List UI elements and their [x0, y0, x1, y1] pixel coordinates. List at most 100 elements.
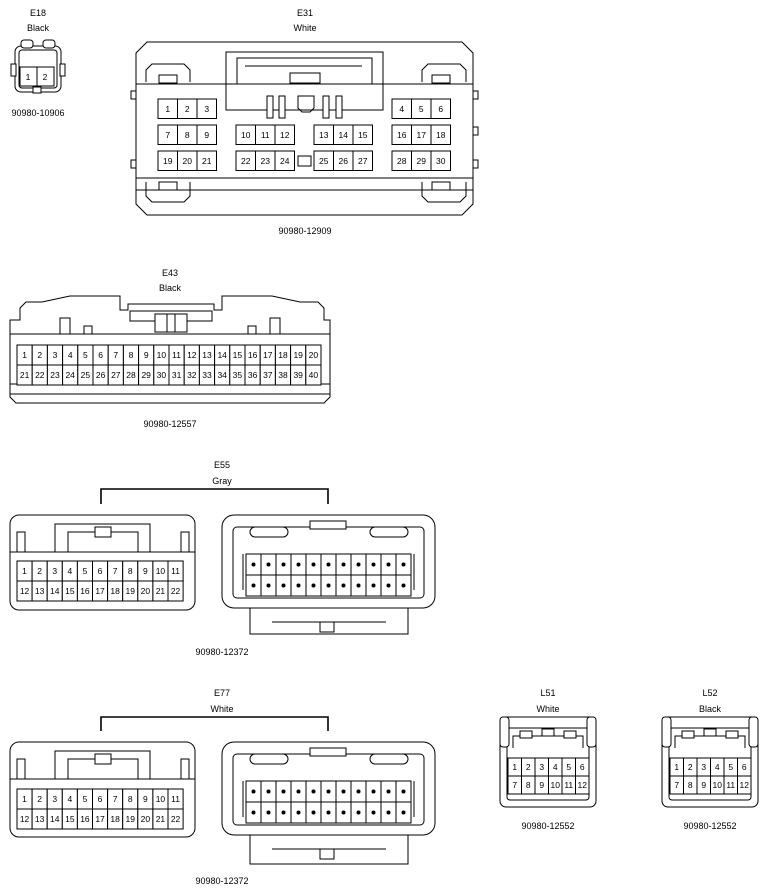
e43-pin: 6	[92, 344, 109, 366]
e31-pin-number: 2	[185, 104, 190, 114]
e43-pin-number: 40	[309, 370, 319, 380]
e43-pin-number: 3	[53, 350, 58, 360]
e43-pin-number: 4	[68, 350, 73, 360]
e43-pin: 24	[62, 364, 79, 386]
e77-pin: 21	[152, 808, 169, 830]
e77-pin-number: 2	[37, 794, 42, 804]
e43-pin: 30	[153, 364, 170, 386]
e77-male-terminal	[335, 801, 352, 824]
l52-pin-number: 12	[740, 780, 750, 790]
e43-pin-number: 17	[263, 350, 273, 360]
e43-pin: 28	[122, 364, 140, 386]
e43-pin-number: 2	[37, 350, 42, 360]
e55-pair-bracket	[100, 488, 329, 504]
e77-male-terminal	[365, 801, 382, 824]
e18-color: Black	[27, 23, 50, 33]
l51-pin-number: 2	[526, 762, 531, 772]
e31-pin: 8	[177, 124, 198, 145]
e43-pin-number: 15	[233, 350, 243, 360]
l52-pin: 9	[696, 775, 711, 795]
e43-pin-number: 33	[202, 370, 212, 380]
l52-pin: 5	[723, 757, 738, 777]
l51-pin-number: 3	[539, 762, 544, 772]
e31-pin: 17	[411, 124, 432, 145]
l51-pin: 10	[548, 775, 563, 795]
e55-pin: 5	[76, 560, 94, 582]
e77-male-terminal	[260, 801, 277, 824]
e55-pin-number: 11	[171, 566, 180, 576]
l52-pin-number: 8	[688, 780, 693, 790]
e55-pin: 8	[122, 560, 139, 582]
e55-pin-number: 18	[110, 586, 120, 596]
e43-pin-number: 32	[187, 370, 197, 380]
l52-pin-number: 7	[674, 780, 679, 790]
l51-pin: 6	[575, 757, 590, 777]
e43-pin-number: 22	[35, 370, 45, 380]
e55-pin-number: 1	[22, 566, 27, 576]
e43-pin: 23	[46, 364, 64, 386]
e77-code: E77	[214, 688, 230, 698]
e43-pin: 4	[62, 344, 79, 366]
l52-pin: 6	[737, 757, 752, 777]
e31-pin-number: 7	[165, 130, 170, 140]
e77-male-terminal	[395, 780, 412, 803]
e55-pin: 6	[92, 560, 109, 582]
e77-pin: 1	[16, 788, 33, 810]
e31-pin: 18	[430, 124, 451, 145]
e31-pin-number: 22	[241, 156, 251, 166]
e31-pin-number: 30	[436, 156, 446, 166]
e55-male-terminal	[380, 574, 397, 597]
e43-pin-number: 39	[293, 370, 303, 380]
l51-pin-number: 7	[512, 780, 517, 790]
e55-male-terminal	[260, 574, 277, 597]
e77-pin: 7	[107, 788, 124, 810]
e43-pin: 14	[214, 344, 231, 366]
e77-pin-number: 3	[52, 794, 57, 804]
e43-pin-number: 36	[248, 370, 258, 380]
e31-pin-number: 18	[436, 130, 446, 140]
e31-pin-number: 3	[204, 104, 209, 114]
e31-pin: 14	[333, 124, 354, 145]
e55-pin-number: 17	[95, 586, 105, 596]
e55-pin-number: 16	[80, 586, 90, 596]
e55-male-terminal	[320, 553, 337, 576]
e77-pin-number: 21	[156, 814, 166, 824]
l51-color: White	[536, 704, 559, 714]
e31-pin: 3	[196, 98, 217, 119]
l52-pin: 8	[683, 775, 698, 795]
e18-code: E18	[30, 8, 46, 18]
e77-male-terminal	[320, 801, 337, 824]
e77-pin-number: 4	[67, 794, 72, 804]
e77-male-terminal	[365, 780, 382, 803]
e77-male-terminal	[350, 801, 367, 824]
e77-pin: 18	[107, 808, 124, 830]
e31-pin: 23	[255, 150, 276, 171]
e55-male-pins	[245, 553, 412, 597]
e55-pin-number: 19	[126, 586, 136, 596]
e77-pin-number: 7	[113, 794, 118, 804]
e43-pin-number: 37	[263, 370, 273, 380]
e77-pin: 22	[167, 808, 184, 830]
e55-male-terminal	[365, 574, 382, 597]
l52-pin-number: 2	[688, 762, 693, 772]
l51-pin: 7	[507, 775, 522, 795]
l51-pin: 1	[507, 757, 522, 777]
e18-pin: 1	[26, 72, 31, 82]
e55-pin: 17	[92, 580, 109, 602]
e43-pin: 7	[107, 344, 124, 366]
e77-pin: 10	[152, 788, 169, 810]
e18-housing	[10, 39, 66, 94]
l52-pin: 4	[710, 757, 725, 777]
e43-pin: 32	[183, 364, 200, 386]
e31-pin: 1	[157, 98, 178, 119]
l51-pin: 8	[521, 775, 536, 795]
e77-pin: 11	[167, 788, 184, 810]
l51-pin: 4	[548, 757, 563, 777]
e43-pin-number: 12	[187, 350, 197, 360]
e43-pin-number: 21	[20, 370, 30, 380]
l52-pin-number: 1	[674, 762, 679, 772]
e43-pin-number: 24	[65, 370, 75, 380]
